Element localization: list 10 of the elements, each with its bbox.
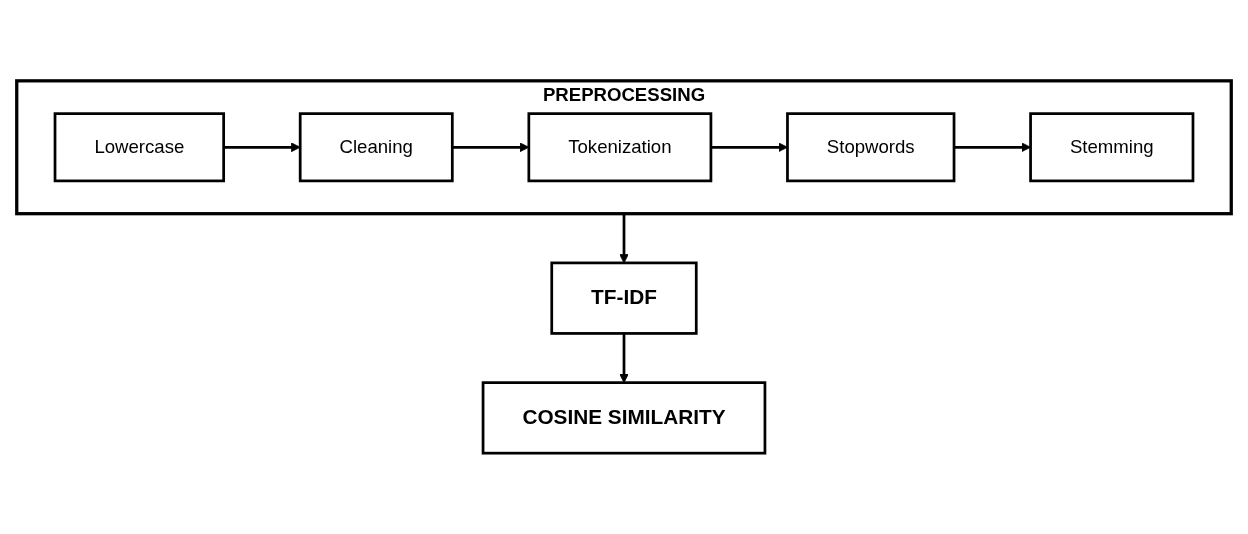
arrow [710,142,788,153]
node-box: Stemming [1029,112,1195,183]
arrow [954,142,1031,153]
node-box: TF-IDF [550,261,698,335]
node-box: Lowercase [53,112,225,183]
node-box: Stopwords [786,112,956,183]
arrow [223,142,301,153]
node-box: COSINE SIMILARITY [481,381,767,455]
node-box: Cleaning [298,112,454,183]
node-box: Tokenization [527,112,713,183]
